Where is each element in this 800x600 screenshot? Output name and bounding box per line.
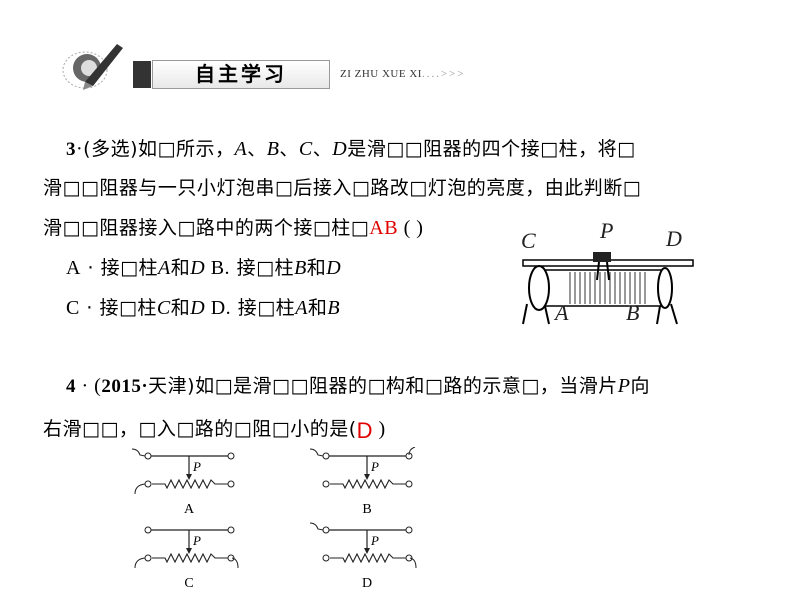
slider-label: P [370, 533, 379, 548]
rheostat-figure [522, 252, 694, 325]
text-segment: C [298, 138, 313, 160]
q4-line-1: 4 · (2015·天津)如□是滑□□阻器的□构和□路的示意□，当滑片P向 [66, 371, 650, 398]
terminal [322, 452, 330, 460]
text-segment: D [190, 297, 206, 319]
resistor-coil [152, 478, 228, 490]
slider-label: P [192, 459, 201, 474]
text-segment: 2015· [101, 376, 149, 397]
q3-option-row-1: A · 接□柱A和D B. 接□柱B和D [66, 253, 341, 280]
terminal [227, 452, 235, 460]
diagram-label: C [184, 576, 193, 591]
terminal [405, 526, 413, 534]
figure-label-p: P [600, 218, 614, 243]
terminal [144, 526, 152, 534]
text-segment: C [156, 297, 171, 319]
text-segment: 滑□□阻器与一只小灯泡串□后接入□路改□灯泡的亮度，由此判断□ [43, 177, 642, 199]
terminal [322, 480, 330, 488]
slider-label: P [370, 459, 379, 474]
section-header [55, 30, 495, 100]
text-segment: · [76, 138, 84, 160]
text-segment: B. [205, 257, 231, 279]
subtitle-arrows: ....>>> [421, 68, 466, 80]
terminal [322, 554, 330, 562]
text-segment: A [234, 138, 248, 160]
text-segment: · ( [76, 375, 102, 397]
text-segment: 和 [170, 297, 191, 319]
q3-line-3: 滑□□阻器接入□路中的两个接□柱□AB ( ) [43, 213, 423, 240]
text-segment: A [295, 297, 308, 319]
text-segment: 滑□□阻器接入□路中的两个接□柱□ [43, 217, 370, 239]
text-segment: B [294, 257, 307, 279]
q3-line-1: 3·(多选)如□所示，A、B、C、D是滑□□阻器的四个接□柱，将□ [66, 134, 636, 161]
text-segment: B [327, 297, 341, 319]
text-segment: ( ) [398, 217, 424, 239]
text-segment: 和 [170, 257, 191, 279]
circuit-diagram-b: P B [309, 447, 416, 517]
arrow-head [364, 548, 370, 554]
figure-label-a: A [555, 300, 569, 325]
terminal [405, 480, 413, 488]
text-segment: 接□柱 [230, 257, 295, 279]
terminal [322, 526, 330, 534]
q3-line-2: 滑□□阻器与一只小灯泡串□后接入□路改□灯泡的亮度，由此判断□ [43, 173, 641, 200]
text-segment: 和 [306, 257, 327, 279]
section-subtitle: ZI ZHU XUE XI....>>> [340, 68, 466, 80]
resistor-coil [152, 552, 228, 564]
terminal [144, 480, 152, 488]
text-segment: 是滑□□阻器的四个接□柱，将□ [347, 138, 636, 160]
text-segment: 天津)如□是滑□□阻器的□构和□路的示意□，当滑片 [148, 375, 618, 397]
circuit-diagram-a: P A [131, 448, 235, 517]
section-title: 自主学习 [152, 60, 330, 89]
text-segment: 、 [279, 138, 299, 160]
text-segment: B [266, 138, 280, 160]
header-dark-block [133, 61, 151, 88]
text-segment: 4 [66, 376, 76, 397]
resistor-coil [330, 478, 406, 490]
diagram-label: B [362, 502, 371, 517]
text-segment: · 接□柱 [80, 257, 159, 279]
text-segment: D. [205, 297, 232, 319]
q3-option-row-2: C · 接□柱C和D D. 接□柱A和B [66, 293, 340, 320]
text-segment: 3 [66, 139, 76, 160]
answer-text: D [356, 418, 374, 443]
circuit-diagram-d: P D [309, 522, 417, 591]
terminal [144, 554, 152, 562]
text-segment: 、 [247, 138, 267, 160]
text-segment: 和 [307, 297, 328, 319]
text-segment: ) [373, 418, 386, 440]
q4-line-2: 右滑□□，□入□路的□阻□小的是(D ) [43, 414, 386, 443]
diagram-label: D [362, 576, 372, 591]
text-segment: 接□柱 [231, 297, 296, 319]
terminal [227, 526, 235, 534]
resistor-coil [330, 552, 406, 564]
circuit-diagram-c: P C [134, 526, 239, 591]
arrow-head [186, 548, 192, 554]
text-segment: D [326, 257, 342, 279]
slider-label: P [192, 533, 201, 548]
arrow-head [186, 474, 192, 480]
text-segment: (多选)如□所示， [83, 138, 235, 160]
text-segment: D [332, 138, 348, 160]
text-segment: 右滑□□，□入□路的□阻□小的是( [43, 418, 357, 440]
subtitle-text: ZI ZHU XUE XI [340, 68, 422, 80]
terminal [144, 452, 152, 460]
answer-text: AB [369, 217, 399, 239]
text-segment: D [190, 257, 206, 279]
text-segment: 、 [312, 138, 333, 160]
terminal [227, 480, 235, 488]
diagram-label: A [184, 502, 195, 517]
text-segment: · 接□柱 [79, 297, 157, 319]
figure-label-b: B [626, 300, 640, 325]
figure-label-c: C [521, 228, 536, 253]
figure-label-d: D [666, 226, 682, 251]
arrow-head [364, 474, 370, 480]
text-segment: C [66, 297, 80, 319]
text-segment: P [617, 375, 631, 397]
text-segment: A [66, 257, 81, 279]
text-segment: A [158, 257, 171, 279]
text-segment: 向 [630, 375, 651, 397]
pen-icon [62, 44, 123, 90]
